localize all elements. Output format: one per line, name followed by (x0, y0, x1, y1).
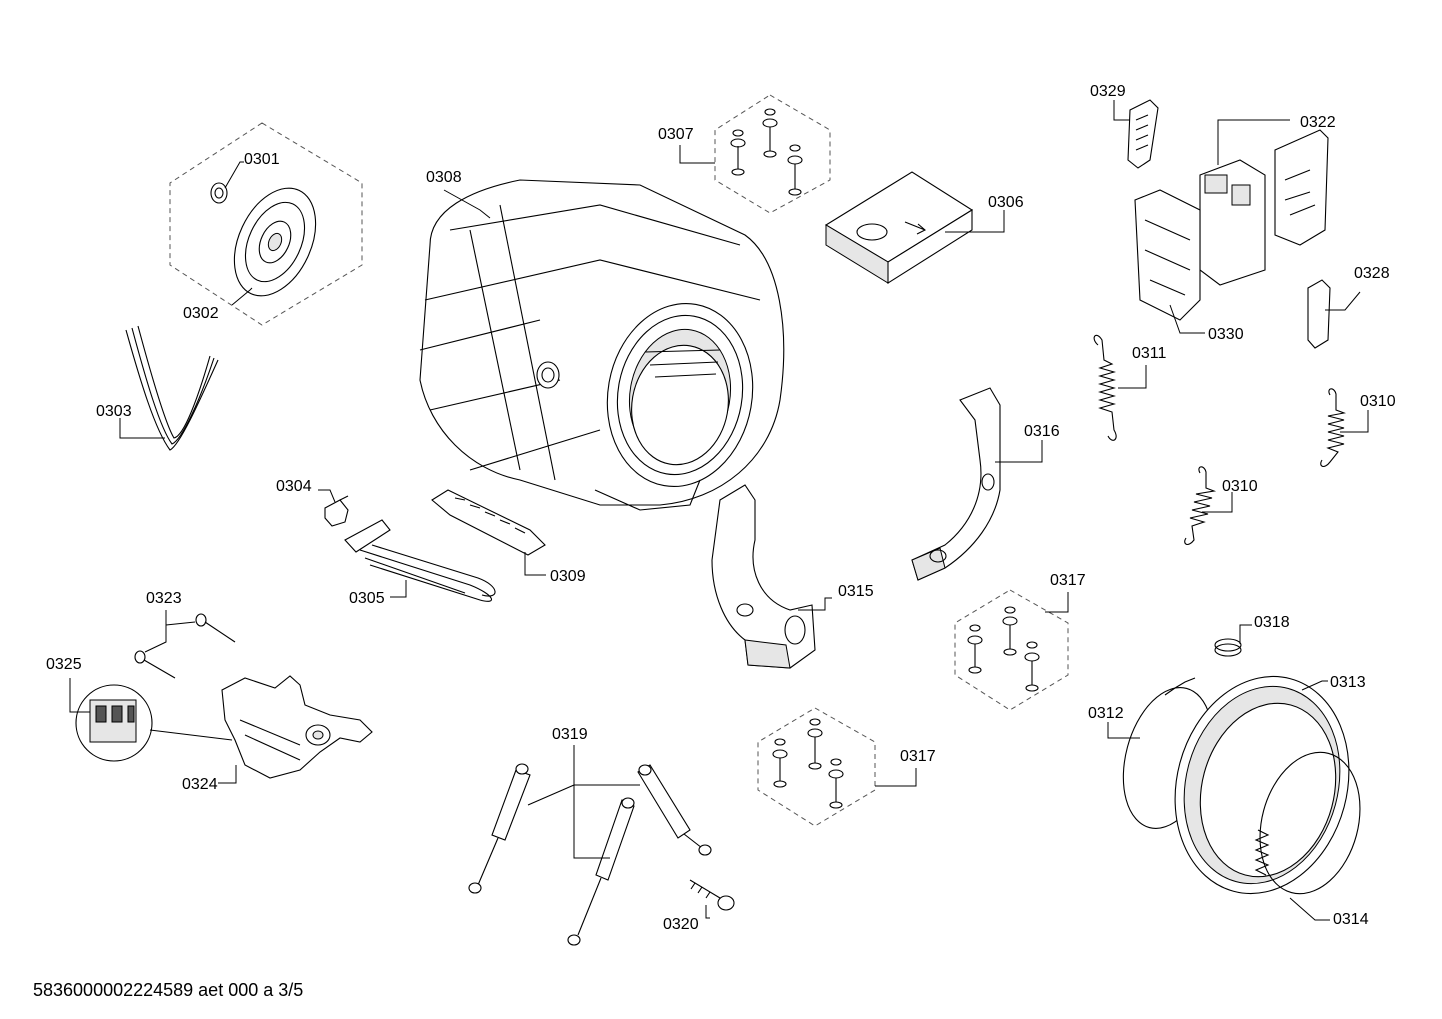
screw-kit-0317-upper (954, 589, 1069, 711)
counterweight (824, 171, 1005, 284)
bolt (689, 879, 735, 919)
label-0309: 0309 (550, 568, 586, 585)
drive-belt (119, 325, 219, 451)
shock-bracket-left (711, 484, 832, 669)
springs (1093, 334, 1369, 546)
label-0330: 0330 (1208, 326, 1244, 343)
screw-kit-0307 (679, 94, 831, 214)
label-0319: 0319 (552, 726, 588, 743)
label-0306: 0306 (988, 194, 1024, 211)
label-0313: 0313 (1330, 674, 1366, 691)
label-0324: 0324 (182, 776, 218, 793)
label-0329: 0329 (1090, 83, 1126, 100)
label-0328: 0328 (1354, 265, 1390, 282)
document-footer: 5836000002224589 aet 000 a 3/5 (33, 980, 304, 1000)
label-0325: 0325 (46, 656, 82, 673)
label-0312: 0312 (1088, 705, 1124, 722)
label-0314: 0314 (1333, 911, 1369, 928)
label-0303: 0303 (96, 403, 132, 420)
shock-bracket-right (911, 387, 1043, 581)
label-0320: 0320 (663, 916, 699, 933)
label-0302: 0302 (183, 305, 219, 322)
label-0307: 0307 (658, 126, 694, 143)
pulley-group (169, 122, 363, 326)
door-gasket-group (1107, 675, 1361, 921)
shock-absorbers (468, 745, 712, 946)
label-0310-lower: 0310 (1222, 478, 1258, 495)
label-0301: 0301 (244, 151, 280, 168)
drive-motor (218, 675, 373, 784)
label-0317-upper: 0317 (1050, 572, 1086, 589)
electronics-group (1113, 99, 1361, 349)
label-0322: 0322 (1300, 114, 1336, 131)
label-0315: 0315 (838, 583, 874, 600)
drum-paddle (431, 489, 546, 576)
label-0316: 0316 (1024, 423, 1060, 440)
label-0308: 0308 (426, 169, 462, 186)
screw-kit-0317-lower (757, 707, 917, 827)
label-0317-lower: 0317 (900, 748, 936, 765)
motor-screws (134, 610, 236, 679)
washer-tub (419, 179, 785, 511)
label-0310-upper: 0310 (1360, 393, 1396, 410)
heater-group (318, 489, 496, 602)
hose-clamp (1214, 624, 1252, 657)
label-0304: 0304 (276, 478, 312, 495)
label-0305: 0305 (349, 590, 385, 607)
label-0318: 0318 (1254, 614, 1290, 631)
label-0311: 0311 (1132, 345, 1167, 362)
label-0323: 0323 (146, 590, 182, 607)
connector-inset (69, 678, 233, 762)
